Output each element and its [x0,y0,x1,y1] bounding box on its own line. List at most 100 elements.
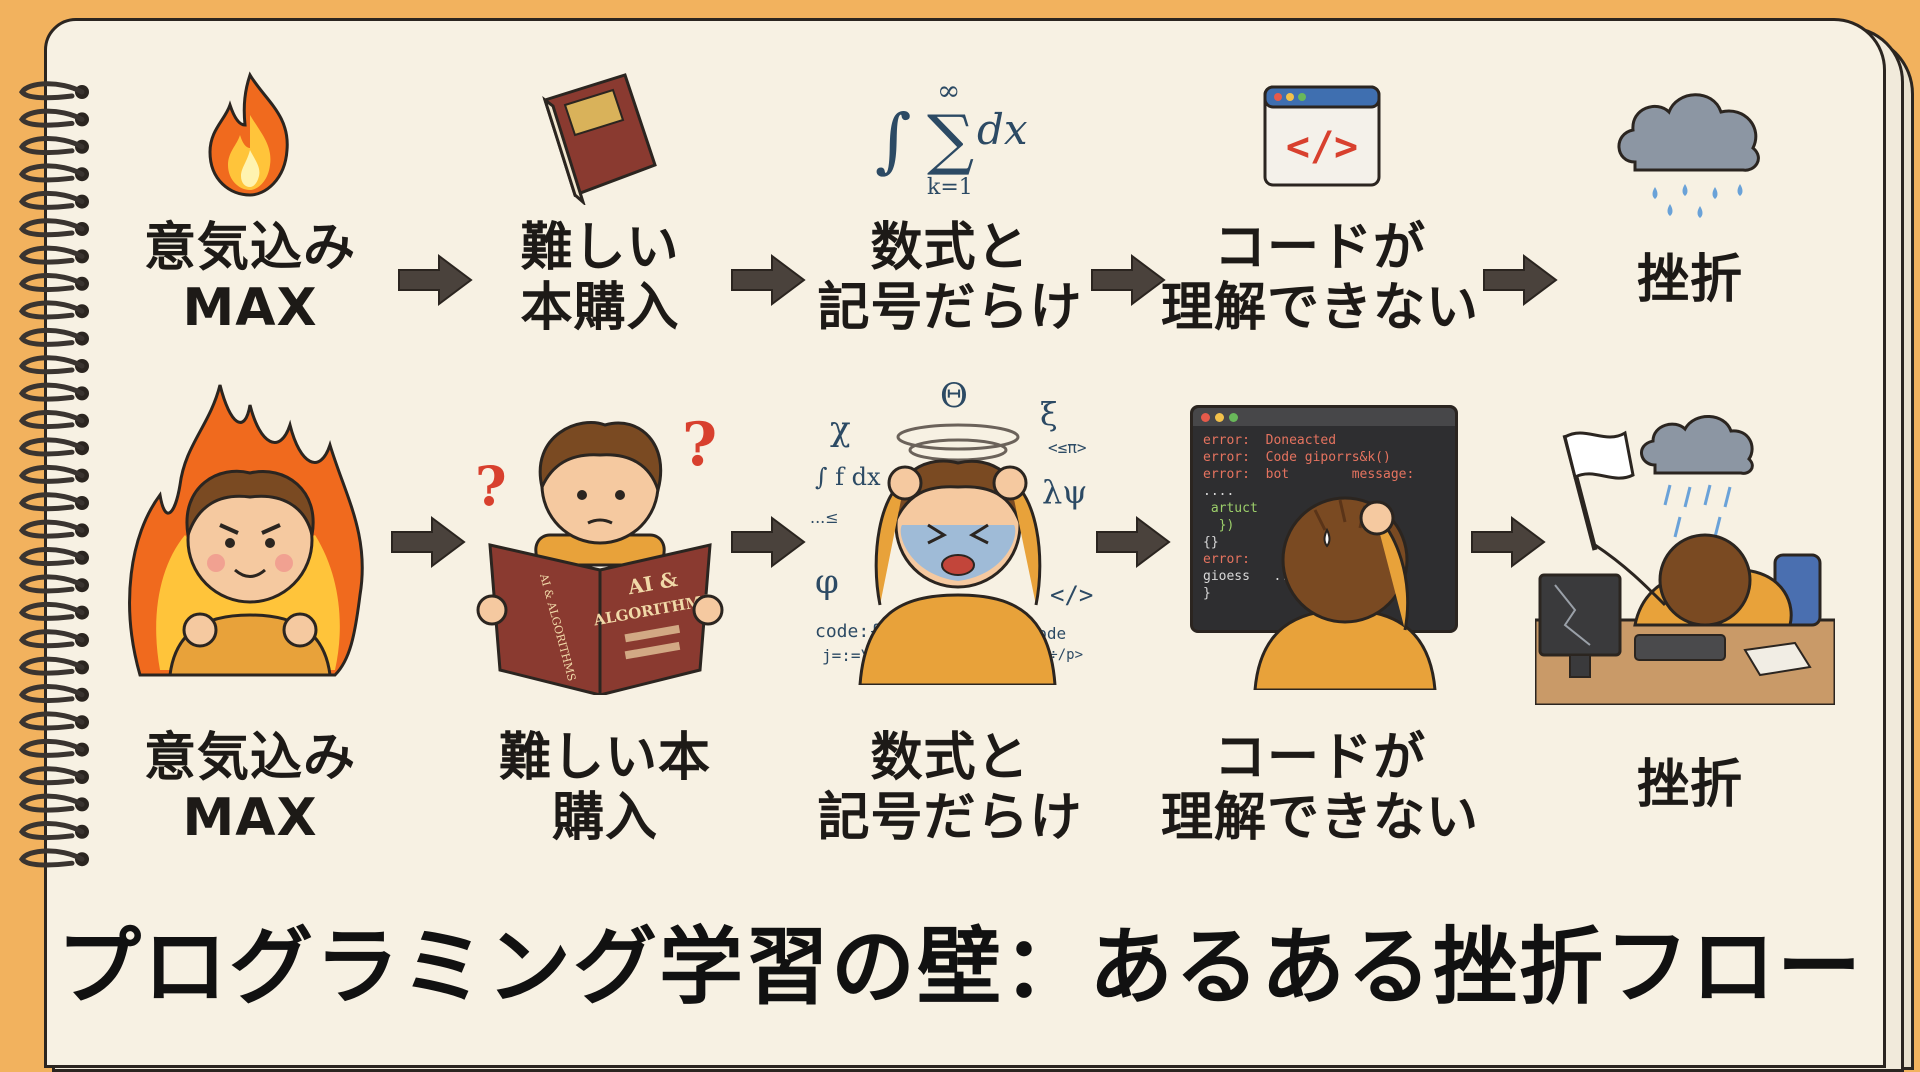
spiral-ring [18,108,89,128]
math-formula-icon: ∫ ∑ ∞ k=1 dx [875,74,1028,200]
spiral-ring [18,355,89,375]
spiral-ring [18,684,89,704]
spiral-ring [18,245,89,265]
symbol-theta: Θ [940,376,968,416]
code-line: error: Doneacted [1203,433,1337,448]
code-lines: error: Doneacted error: Code giporrs&k() e… [1193,426,1455,608]
spiral-ring [18,218,89,238]
spiral-ring [18,327,89,347]
step-4-label: コードが 理解できない [1150,218,1490,338]
fire-icon [208,71,289,197]
code-line: {} [1203,535,1219,550]
boy-confused-by-code [1253,496,1437,690]
spiral-ring [18,163,89,183]
spiral-ring [18,547,89,567]
book-icon [542,73,657,205]
step-5-line1: 挫折 [1636,250,1743,310]
illustration-4-line1: コードが [1213,728,1426,788]
arrow-icon [731,254,806,306]
integral-symbol: ∫ [875,99,911,181]
spiral-ring [18,793,89,813]
spiral-ring [18,711,89,731]
boy-reading-hard-book: ? ? AI & ALGORITHMS AI & ALGORITHMS [475,410,724,695]
spiral-ring [18,492,89,512]
arrow-icon [398,254,473,306]
code-line: }) [1203,518,1235,533]
illustration-5-label: 挫折 [1570,755,1810,815]
illustration-2-line2: 購入 [551,788,658,848]
question-mark-left: ? [475,454,507,518]
code-line: error: [1203,552,1250,567]
window-title-bar [1193,408,1455,426]
page-title: プログラミング学習の壁：あるある挫折フロー [56,918,1863,1016]
code-line: } [1203,586,1211,601]
illustration-3-line1: 数式と [870,728,1030,788]
spiral-ring [18,656,89,676]
spiral-ring [18,81,89,101]
spiral-ring [18,574,89,594]
lower-limit: k=1 [927,175,973,200]
spiral-ring [18,821,89,841]
spiral-ring [18,766,89,786]
spiral-ring [18,382,89,402]
spiral-ring [18,190,89,210]
sum-symbol: ∑ [927,101,974,178]
boy-giving-up-white-flag [1535,415,1835,705]
illustration-5-line1: 挫折 [1636,755,1743,815]
spiral-ring [18,410,89,430]
illustration-4-label: コードが 理解できない [1150,728,1490,848]
symbol-chi: χ [830,409,851,449]
motivated-boy-on-fire [128,384,364,677]
spiral-ring [18,629,89,649]
spiral-ring [18,738,89,758]
spiral-ring [18,136,89,156]
arrow-icon [1091,254,1166,306]
spiral-ring [18,464,89,484]
arrow-icon [1483,254,1558,306]
dx-symbol: dx [977,105,1028,154]
upper-limit: ∞ [937,74,960,107]
illustration-1-line1: 意気込み [143,728,356,788]
step-1-line2: MAX [182,278,318,338]
step-2-line2: 本購入 [520,278,680,338]
illustration-1-line2: MAX [182,788,318,848]
symbol-phi: φ [815,562,839,602]
spiral-ring [18,601,89,621]
arrow-icon [1471,516,1546,568]
step-1-line1: 意気込み [143,218,356,278]
symbol-lambda-psi: λψ [1042,473,1087,511]
spiral-ring [18,300,89,320]
step-2-label: 難しい 本購入 [460,218,740,338]
step-1-label: 意気込み MAX [120,218,380,338]
step-3-line2: 記号だらけ [817,278,1083,338]
symbol-code-brace: code:{ [815,621,880,642]
arrow-icon [391,516,466,568]
spiral-ring [18,273,89,293]
code-line: artuct [1203,501,1258,516]
step-2-line1: 難しい [520,218,680,278]
arrow-icon [731,516,806,568]
step-5-label: 挫折 [1570,250,1810,310]
boy-dizzy-with-symbols: Θ χ ξ <≤π> ∫ f dx λψ φ </> code:{ j=:=\;… [810,376,1093,685]
step-4-line1: コードが [1213,218,1426,278]
spiral-ring [18,848,89,868]
step-4-line2: 理解できない [1160,278,1479,338]
question-mark-right: ? [682,410,717,480]
illustration-3-label: 数式と 記号だらけ [800,728,1100,848]
symbol-code-tag: </> [1050,581,1093,609]
step-3-label: 数式と 記号だらけ [800,218,1100,338]
symbol-xi: ξ [1040,395,1058,433]
symbol-le-pi: <≤π> [1048,438,1087,457]
illustration-2-label: 難しい本 購入 [460,728,750,848]
illustration-1-label: 意気込み MAX [120,728,380,848]
illustration-2-line1: 難しい本 [498,728,711,788]
code-line: error: Code giporrs&k() [1203,450,1391,465]
spiral-binding [18,81,89,868]
rain-cloud-icon [1617,93,1760,218]
code-window-icon: </> [1263,85,1381,187]
illustration-3-line2: 記号だらけ [817,788,1083,848]
symbol-dots: ...≤ [810,508,839,527]
arrow-icon [1096,516,1171,568]
code-symbol: </> [1286,124,1358,170]
code-line: .... [1203,484,1235,499]
